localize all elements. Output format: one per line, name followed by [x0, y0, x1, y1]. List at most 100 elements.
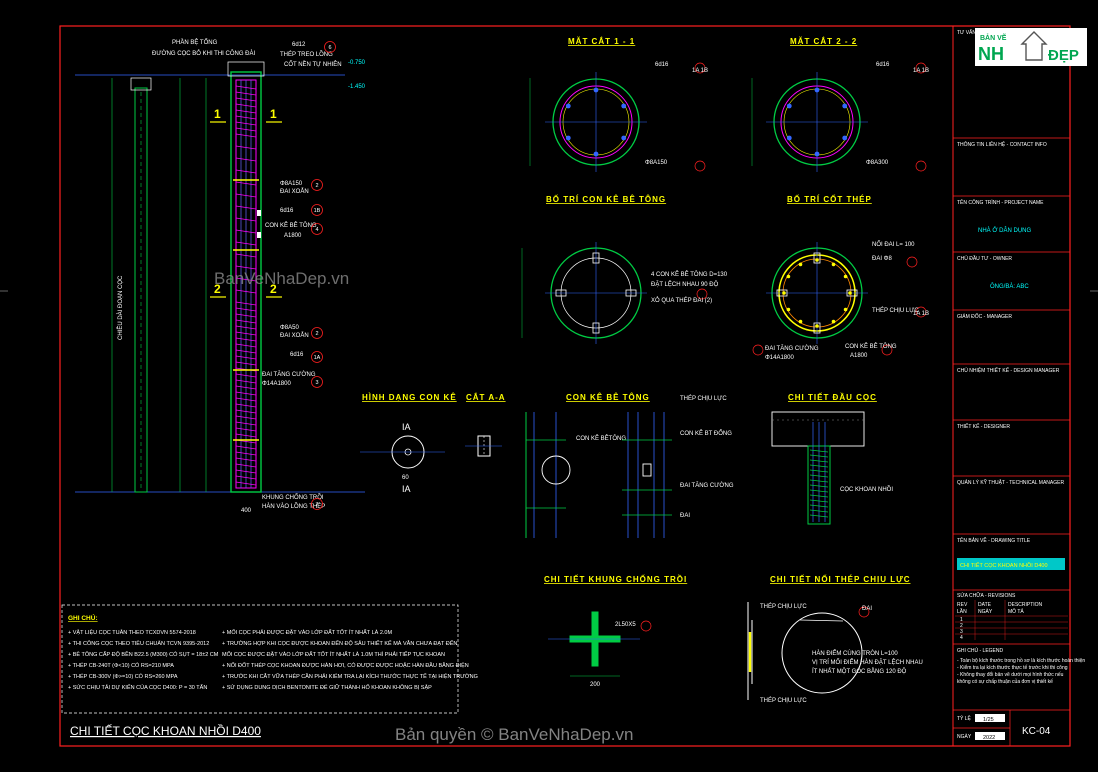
ph-tie — [809, 489, 829, 493]
spacer-block-right — [625, 289, 637, 297]
tb-contact: THÔNG TIN LIÊN HỆ - CONTACT INFO — [957, 140, 1047, 148]
sec22-bars — [786, 87, 848, 157]
spiral-tie — [235, 451, 257, 456]
ph-tie — [809, 504, 829, 508]
ph-ties — [809, 449, 829, 518]
spiral-tie — [235, 217, 257, 222]
spiral-tie — [235, 337, 257, 342]
cs-left-spacer-label: CON KÊ BÊTÔNG — [576, 434, 626, 442]
spiral-tie — [235, 319, 257, 324]
title-rebar-layout: BỐ TRÍ CỐT THÉP — [787, 194, 872, 204]
note-line: + TRƯỜNG HỢP KHI CỌC ĐƯỢC KHOAN ĐẾN ĐỘ S… — [222, 640, 457, 647]
main-bar — [621, 135, 627, 141]
spiral-tie — [235, 343, 257, 348]
spiral-tie — [235, 145, 257, 150]
tb-legend-label: GHI CHÚ - LEGEND — [957, 647, 1004, 654]
note-line: - Toàn bộ kích thước trong hồ sơ là kích… — [957, 658, 1085, 664]
main-bar — [593, 87, 599, 93]
note-line: + NỐI ĐỐT THÉP CỌC KHOAN ĐƯỢC HÀN HƠI, C… — [222, 661, 469, 669]
rebar-dot — [843, 274, 848, 279]
callout-circle — [311, 223, 323, 235]
rebar-spacer-left — [776, 289, 788, 297]
main-pile — [230, 71, 262, 493]
callout-bubble: 2 — [311, 327, 323, 339]
main-bar — [786, 103, 792, 109]
spiral-ties — [233, 85, 261, 486]
rebar-stiff-label: ĐAI TĂNG CƯỜNG — [765, 345, 819, 352]
rev-header-vi: MÔ TẢ — [1008, 608, 1024, 615]
cut-2-label-right: 2 — [270, 282, 277, 296]
pile-spacer — [257, 210, 261, 216]
spacer-desc-2: ĐẶT LỆCH NHAU 90 ĐỘ — [651, 280, 719, 288]
callout-circle — [311, 204, 323, 216]
rebar-spacer-spacing: A1800 — [850, 353, 868, 359]
sec11-tag: 1A 1B — [692, 68, 708, 74]
ph-tie — [809, 449, 829, 453]
spacer-layout: 4 CON KÊ BÊ TÔNG D=130 ĐẶT LỆCH NHAU 90 … — [521, 242, 728, 344]
sec22-spiral: Φ8A300 — [866, 160, 889, 166]
sp-main-top: THÉP CHỊU LỰC — [760, 603, 807, 610]
spacer-ia-bottom: IA — [402, 484, 411, 494]
spiral-tie — [235, 415, 257, 420]
rebar-spacer-label: CON KÊ BÊ TÔNG — [845, 342, 897, 350]
tb-drawing-title-label: TÊN BẢN VẼ - DRAWING TITLE — [957, 536, 1031, 544]
title-pile-head: CHI TIẾT ĐẦU CỌC — [788, 392, 877, 402]
note-line: + VẬT LIỆU CỌC TUÂN THEO TCXDVN 5574-201… — [68, 628, 196, 636]
title-rebar-splice: CHI TIẾT NỐI THÉP CHỊU LỰC — [770, 574, 911, 584]
pile-spacer — [257, 232, 261, 238]
section-callout-circle — [858, 606, 870, 618]
spacer-block-top — [592, 252, 600, 264]
spacer-shape: IA IA 60 — [360, 422, 445, 494]
spiral-tie — [235, 361, 257, 366]
rebar-dot — [831, 319, 836, 324]
rev-header: DESCRIPTION — [1008, 602, 1043, 608]
tb-project-label: TÊN CÔNG TRÌNH - PROJECT NAME — [957, 198, 1044, 206]
callout-bubble: 2 — [311, 179, 323, 191]
ff-dim-text: 200 — [590, 682, 601, 688]
rebar-tie-label: ĐAI Φ8 — [872, 256, 892, 262]
callout-circle — [311, 179, 323, 191]
tb-revision-label: SỬA CHỮA - REVISIONS — [957, 592, 1016, 599]
title-spacer-shape: HÌNH DẠNG CON KÊ — [362, 393, 457, 402]
note-line: + SỨC CHỊU TẢI DỰ KIẾN CỦA CỌC D400: P =… — [68, 684, 207, 691]
rebar-spacer-top — [813, 252, 821, 264]
spiral-tie — [235, 331, 257, 336]
cs-spacer-label: CON KÊ BT ĐỔNG — [680, 429, 732, 437]
spiral-label-1: ĐAI XOẮN — [280, 187, 309, 195]
rebar-main-label: THÉP CHỊU LỰC — [872, 307, 919, 314]
note-line: không có sự chấp thuận của đơn vị thiết … — [957, 678, 1053, 685]
spacer-desc-3: XỎ QUA THÉP ĐAI (2) — [651, 297, 712, 304]
spiral-tie — [235, 253, 257, 258]
rebar-bars — [782, 258, 852, 328]
callout-circle — [324, 41, 336, 53]
callout-bubble: 1B — [311, 204, 323, 216]
reference-pile — [134, 87, 148, 493]
rev-header-vi: NGÀY — [978, 608, 993, 615]
section-1-1: 6d16 1A 1B Φ8A150 — [529, 62, 708, 172]
float-frame-note: KHUNG CHỐNG TRỒI — [262, 494, 324, 501]
tb-scale-box — [975, 714, 1005, 722]
rebar-layout: NỐI ĐAI L= 100 ĐAI Φ8 THÉP CHỊU LỰC 1A 1… — [765, 241, 929, 361]
spiral-tie — [235, 313, 257, 318]
sp-ring-chord — [799, 619, 844, 622]
callout-text: 2 — [315, 183, 318, 189]
ph-tie — [809, 499, 829, 503]
rev-header-vi: LẦN — [957, 608, 967, 615]
title-section-1-1: MẶT CẮT 1 - 1 — [568, 37, 635, 46]
depth-note: CHIỀU DÀI ĐOẠN CỌC — [117, 275, 124, 340]
tb-date-box — [975, 732, 1005, 740]
callout-text: 2 — [315, 331, 318, 337]
spiral-tie — [235, 157, 257, 162]
note-line: + BÊ TÔNG CẤP ĐỘ BỀN B22.5 (M300) CÓ SỤT… — [68, 650, 219, 658]
section-callout-circle — [640, 620, 652, 632]
section-callout-circle — [881, 344, 893, 356]
ph-tie — [809, 484, 829, 488]
tb-tech-manager: QUẢN LÝ KỸ THUẬT - TECHNICAL MANAGER — [957, 479, 1064, 486]
rebar-spacer-right — [846, 289, 858, 297]
sec22-tag: 1A 1B — [913, 68, 929, 74]
pile-elevation: 1 1 2 2 PHẦN BỆ TỔNG ĐƯỜNG CỌC BỎ KHI TH… — [75, 38, 366, 514]
title-float-frame: CHI TIẾT KHUNG CHỐNG TRỒI — [544, 574, 687, 584]
rev-row: 1 — [960, 617, 963, 623]
section-callout-circle — [694, 62, 706, 74]
ph-cap — [771, 411, 865, 447]
